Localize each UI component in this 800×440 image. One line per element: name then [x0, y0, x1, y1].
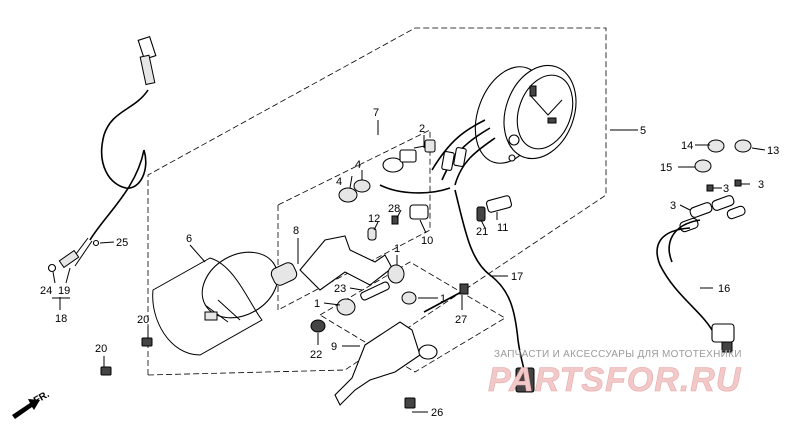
callout-6: 6 — [186, 233, 192, 245]
callout-25: 25 — [116, 237, 128, 249]
screw-21 — [476, 206, 486, 222]
callout-1c: 1 — [440, 293, 446, 305]
front-direction-indicator: FR. — [12, 389, 52, 419]
assembly-outline-inner — [277, 129, 431, 311]
speedometer-cable — [47, 35, 157, 273]
callout-11: 11 — [497, 222, 508, 234]
svg-text:FR.: FR. — [32, 389, 52, 407]
bolt-27 — [423, 289, 466, 313]
meter-wiring — [379, 119, 496, 194]
callout-26: 26 — [431, 407, 443, 419]
rubber-1b — [336, 298, 356, 316]
rubber-1c — [401, 291, 417, 305]
watermark-logo: PARTSFOR.RU — [488, 361, 742, 399]
callout-3c: 3 — [670, 200, 676, 212]
callout-8: 8 — [293, 225, 299, 237]
callout-9: 9 — [331, 341, 337, 353]
meter-housing — [152, 251, 279, 356]
callout-13: 13 — [767, 145, 779, 157]
arrow-icon — [12, 399, 40, 419]
socket-4a — [338, 187, 358, 203]
bulb-11 — [485, 195, 513, 213]
clip-28 — [391, 215, 399, 225]
bolt-20a — [141, 337, 153, 347]
callout-24: 24 — [40, 285, 52, 297]
callout-3a: 3 — [723, 183, 729, 195]
callout-19: 19 — [58, 285, 70, 297]
collar-23 — [360, 281, 390, 301]
callout-20a: 20 — [137, 314, 149, 326]
callout-10: 10 — [421, 235, 433, 247]
callout-18: 18 — [55, 313, 67, 325]
meter-lead — [454, 189, 525, 371]
callout-4a: 4 — [336, 176, 342, 188]
grommet — [270, 262, 298, 286]
bolt-26 — [404, 397, 416, 409]
callout-2: 2 — [419, 123, 425, 135]
callout-1b: 1 — [314, 298, 320, 310]
leader-lines — [52, 120, 766, 413]
callout-3b: 3 — [758, 179, 764, 191]
socket-10 — [409, 204, 429, 220]
assembly-outline-main — [147, 27, 607, 376]
callout-28: 28 — [388, 203, 400, 215]
callout-21: 21 — [476, 226, 488, 238]
socket-4b — [353, 179, 371, 193]
callout-20b: 20 — [95, 343, 107, 355]
bolt-20b — [100, 366, 112, 376]
callout-4b: 4 — [355, 159, 361, 171]
callout-15: 15 — [660, 162, 672, 174]
rubber-1a — [387, 264, 405, 284]
callout-1a: 1 — [394, 243, 400, 255]
lower-bracket — [334, 321, 421, 406]
callout-17: 17 — [511, 271, 523, 283]
meter-stay — [299, 235, 393, 291]
nut-22 — [310, 319, 326, 333]
indicator-harness — [656, 139, 752, 353]
callout-27: 27 — [455, 314, 467, 326]
bulb-12 — [367, 227, 377, 241]
callout-7: 7 — [373, 107, 379, 119]
speedometer-gauge — [474, 64, 577, 164]
callout-5: 5 — [640, 125, 646, 137]
watermark-tagline: ЗАПЧАСТИ И АКСЕССУАРЫ ДЛЯ МОТОТЕХНИКИ — [494, 349, 742, 360]
callout-12: 12 — [368, 213, 380, 225]
meter-lead-connector — [515, 367, 535, 393]
callout-14: 14 — [681, 140, 693, 152]
callout-23: 23 — [334, 283, 346, 295]
callout-22: 22 — [310, 349, 322, 361]
callout-16: 16 — [718, 283, 730, 295]
